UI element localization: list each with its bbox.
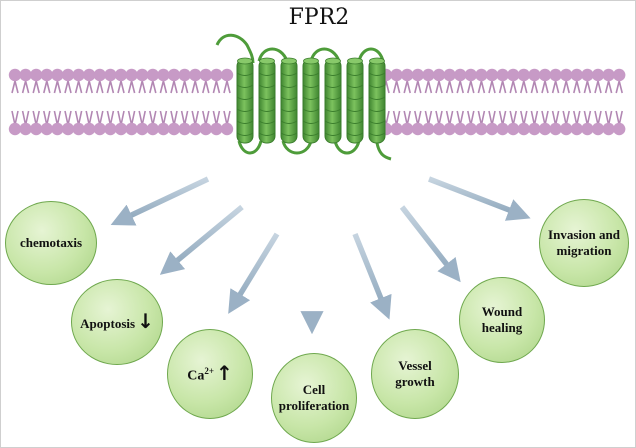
- chemotaxis-label: chemotaxis: [19, 235, 83, 250]
- apoptosis-label: Apoptosis↓: [80, 311, 154, 332]
- down-arrow-icon: ↓: [137, 308, 154, 333]
- signaling-arrows: [110, 176, 531, 335]
- apoptosis-circle: Apoptosis↓: [71, 279, 163, 365]
- arrow-to-vessel-growth: [352, 232, 392, 320]
- lipid-bilayer: [8, 68, 626, 136]
- invasion-migration-circle: Invasion and migration: [539, 199, 629, 287]
- n-terminus-loop: [215, 33, 255, 64]
- arrow-to-apoptosis: [159, 204, 244, 275]
- extracellular-loops: [257, 47, 385, 62]
- calcium-circle: Ca2+↑: [167, 329, 253, 419]
- helix-4: [302, 58, 320, 144]
- cell-proliferation-line2: proliferation: [278, 398, 350, 413]
- vessel-growth-line1: Vessel: [398, 358, 432, 373]
- fpr2-receptor-helices: [215, 33, 392, 161]
- wound-healing-line1: Wound: [481, 304, 523, 319]
- wound-healing-circle: Wound healing: [459, 277, 545, 363]
- helix-6: [346, 58, 364, 144]
- cell-proliferation-circle: Cell proliferation: [271, 353, 357, 443]
- invasion-migration-line2: migration: [556, 243, 612, 258]
- arrow-to-invasion-migration: [428, 176, 531, 221]
- calcium-text: Ca: [187, 368, 205, 384]
- vessel-growth-circle: Vessel growth: [371, 329, 459, 419]
- intracellular-loops: [237, 140, 361, 155]
- helix-3: [280, 58, 298, 144]
- invasion-migration-label: Invasion and migration: [548, 227, 620, 259]
- calcium-label: Ca2+↑: [187, 363, 233, 385]
- vessel-growth-line2: growth: [395, 374, 435, 389]
- helix-5: [324, 58, 342, 144]
- apoptosis-text: Apoptosis: [80, 315, 136, 331]
- vessel-growth-label: Vessel growth: [395, 358, 434, 390]
- arrow-to-chemotaxis: [110, 176, 210, 226]
- receptor-title: FPR2: [288, 5, 350, 30]
- arrow-to-wound-healing: [399, 205, 461, 283]
- wound-healing-line2: healing: [481, 320, 523, 335]
- helix-2: [258, 58, 276, 144]
- helix-1: [236, 58, 254, 144]
- cell-proliferation-line1: Cell: [302, 382, 326, 397]
- calcium-charge: 2+: [204, 366, 214, 377]
- wound-healing-label: Wound healing: [482, 304, 522, 336]
- arrow-to-calcium: [228, 232, 280, 314]
- cell-proliferation-label: Cell proliferation: [279, 382, 350, 414]
- c-terminus-tail: [375, 142, 392, 161]
- helix-7: [368, 58, 386, 144]
- up-arrow-icon: ↑: [216, 360, 233, 385]
- invasion-migration-line1: Invasion and: [548, 227, 620, 242]
- chemotaxis-circle: chemotaxis: [5, 201, 97, 285]
